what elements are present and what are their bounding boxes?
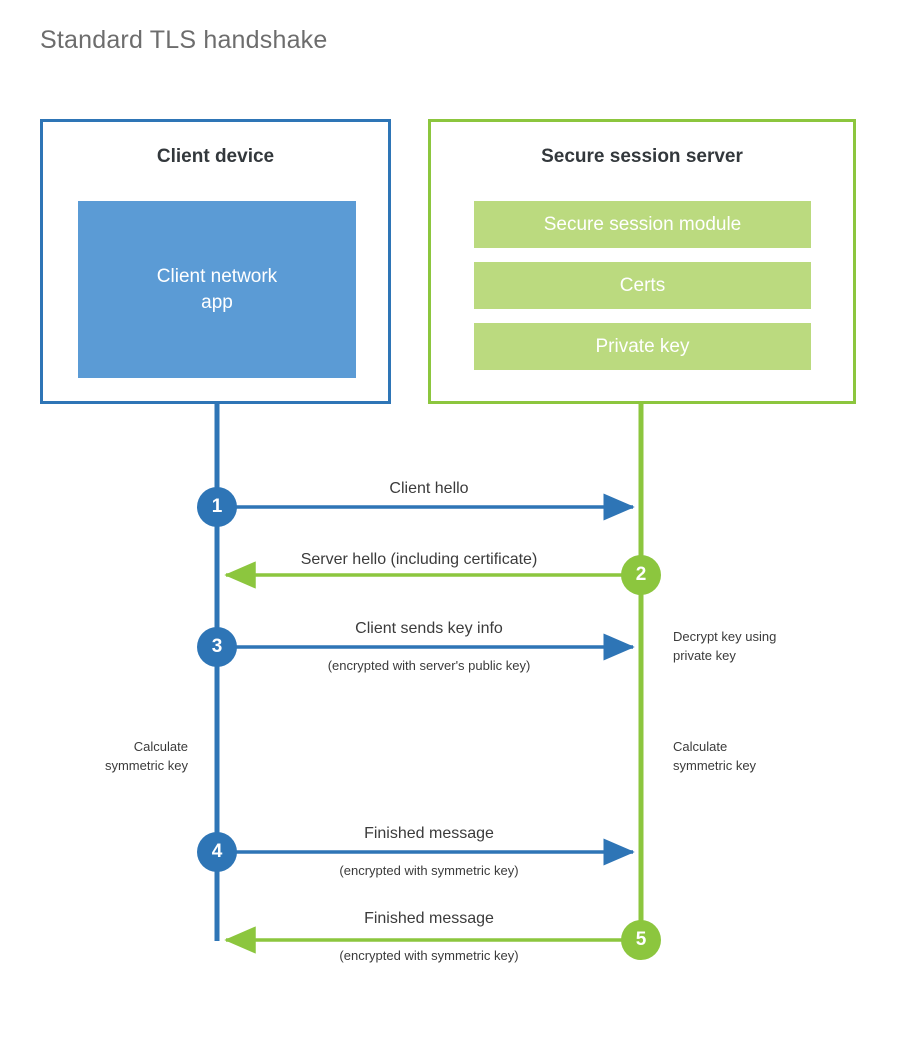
step-marker-3[interactable]: 3 xyxy=(197,627,237,667)
message-label-step-5: Finished message xyxy=(364,910,494,927)
server-component-secure-session-module: Secure session module xyxy=(474,201,811,248)
secure-session-server-box: Secure session server Secure session mod… xyxy=(428,119,856,404)
secure-session-server-title: Secure session server xyxy=(541,146,743,167)
server-components-list: Secure session module Certs Private key xyxy=(474,201,811,370)
server-component-certs: Certs xyxy=(474,262,811,309)
client-network-app-label: Client network app xyxy=(156,265,278,313)
message-sublabel-step-4: (encrypted with symmetric key) xyxy=(339,863,519,878)
message-label-step-2: Server hello (including certificate) xyxy=(300,551,538,568)
message-label-step-1: Client hello xyxy=(389,480,469,497)
message-sublabel-step-3: (encrypted with server's public key) xyxy=(327,658,531,673)
step-marker-1[interactable]: 1 xyxy=(197,487,237,527)
step-marker-2[interactable]: 2 xyxy=(621,555,661,595)
step-marker-5[interactable]: 5 xyxy=(621,920,661,960)
annotation-client-calculate-symmetric-key: Calculate symmetric key xyxy=(104,739,188,773)
client-device-title: Client device xyxy=(156,146,275,167)
annotation-server-calculate-symmetric-key: Calculate symmetric key xyxy=(673,739,757,773)
message-label-step-4: Finished message xyxy=(364,825,494,842)
server-component-private-key: Private key xyxy=(474,323,811,370)
step-marker-4[interactable]: 4 xyxy=(197,832,237,872)
annotation-server-decrypt-key: Decrypt key using private key xyxy=(673,629,777,663)
page-title: Standard TLS handshake xyxy=(40,26,328,54)
message-sublabel-step-5: (encrypted with symmetric key) xyxy=(339,948,519,963)
message-label-step-3: Client sends key info xyxy=(355,620,503,637)
client-device-box: Client device Client network app xyxy=(40,119,391,404)
client-network-app-block: Client network app xyxy=(78,201,356,378)
